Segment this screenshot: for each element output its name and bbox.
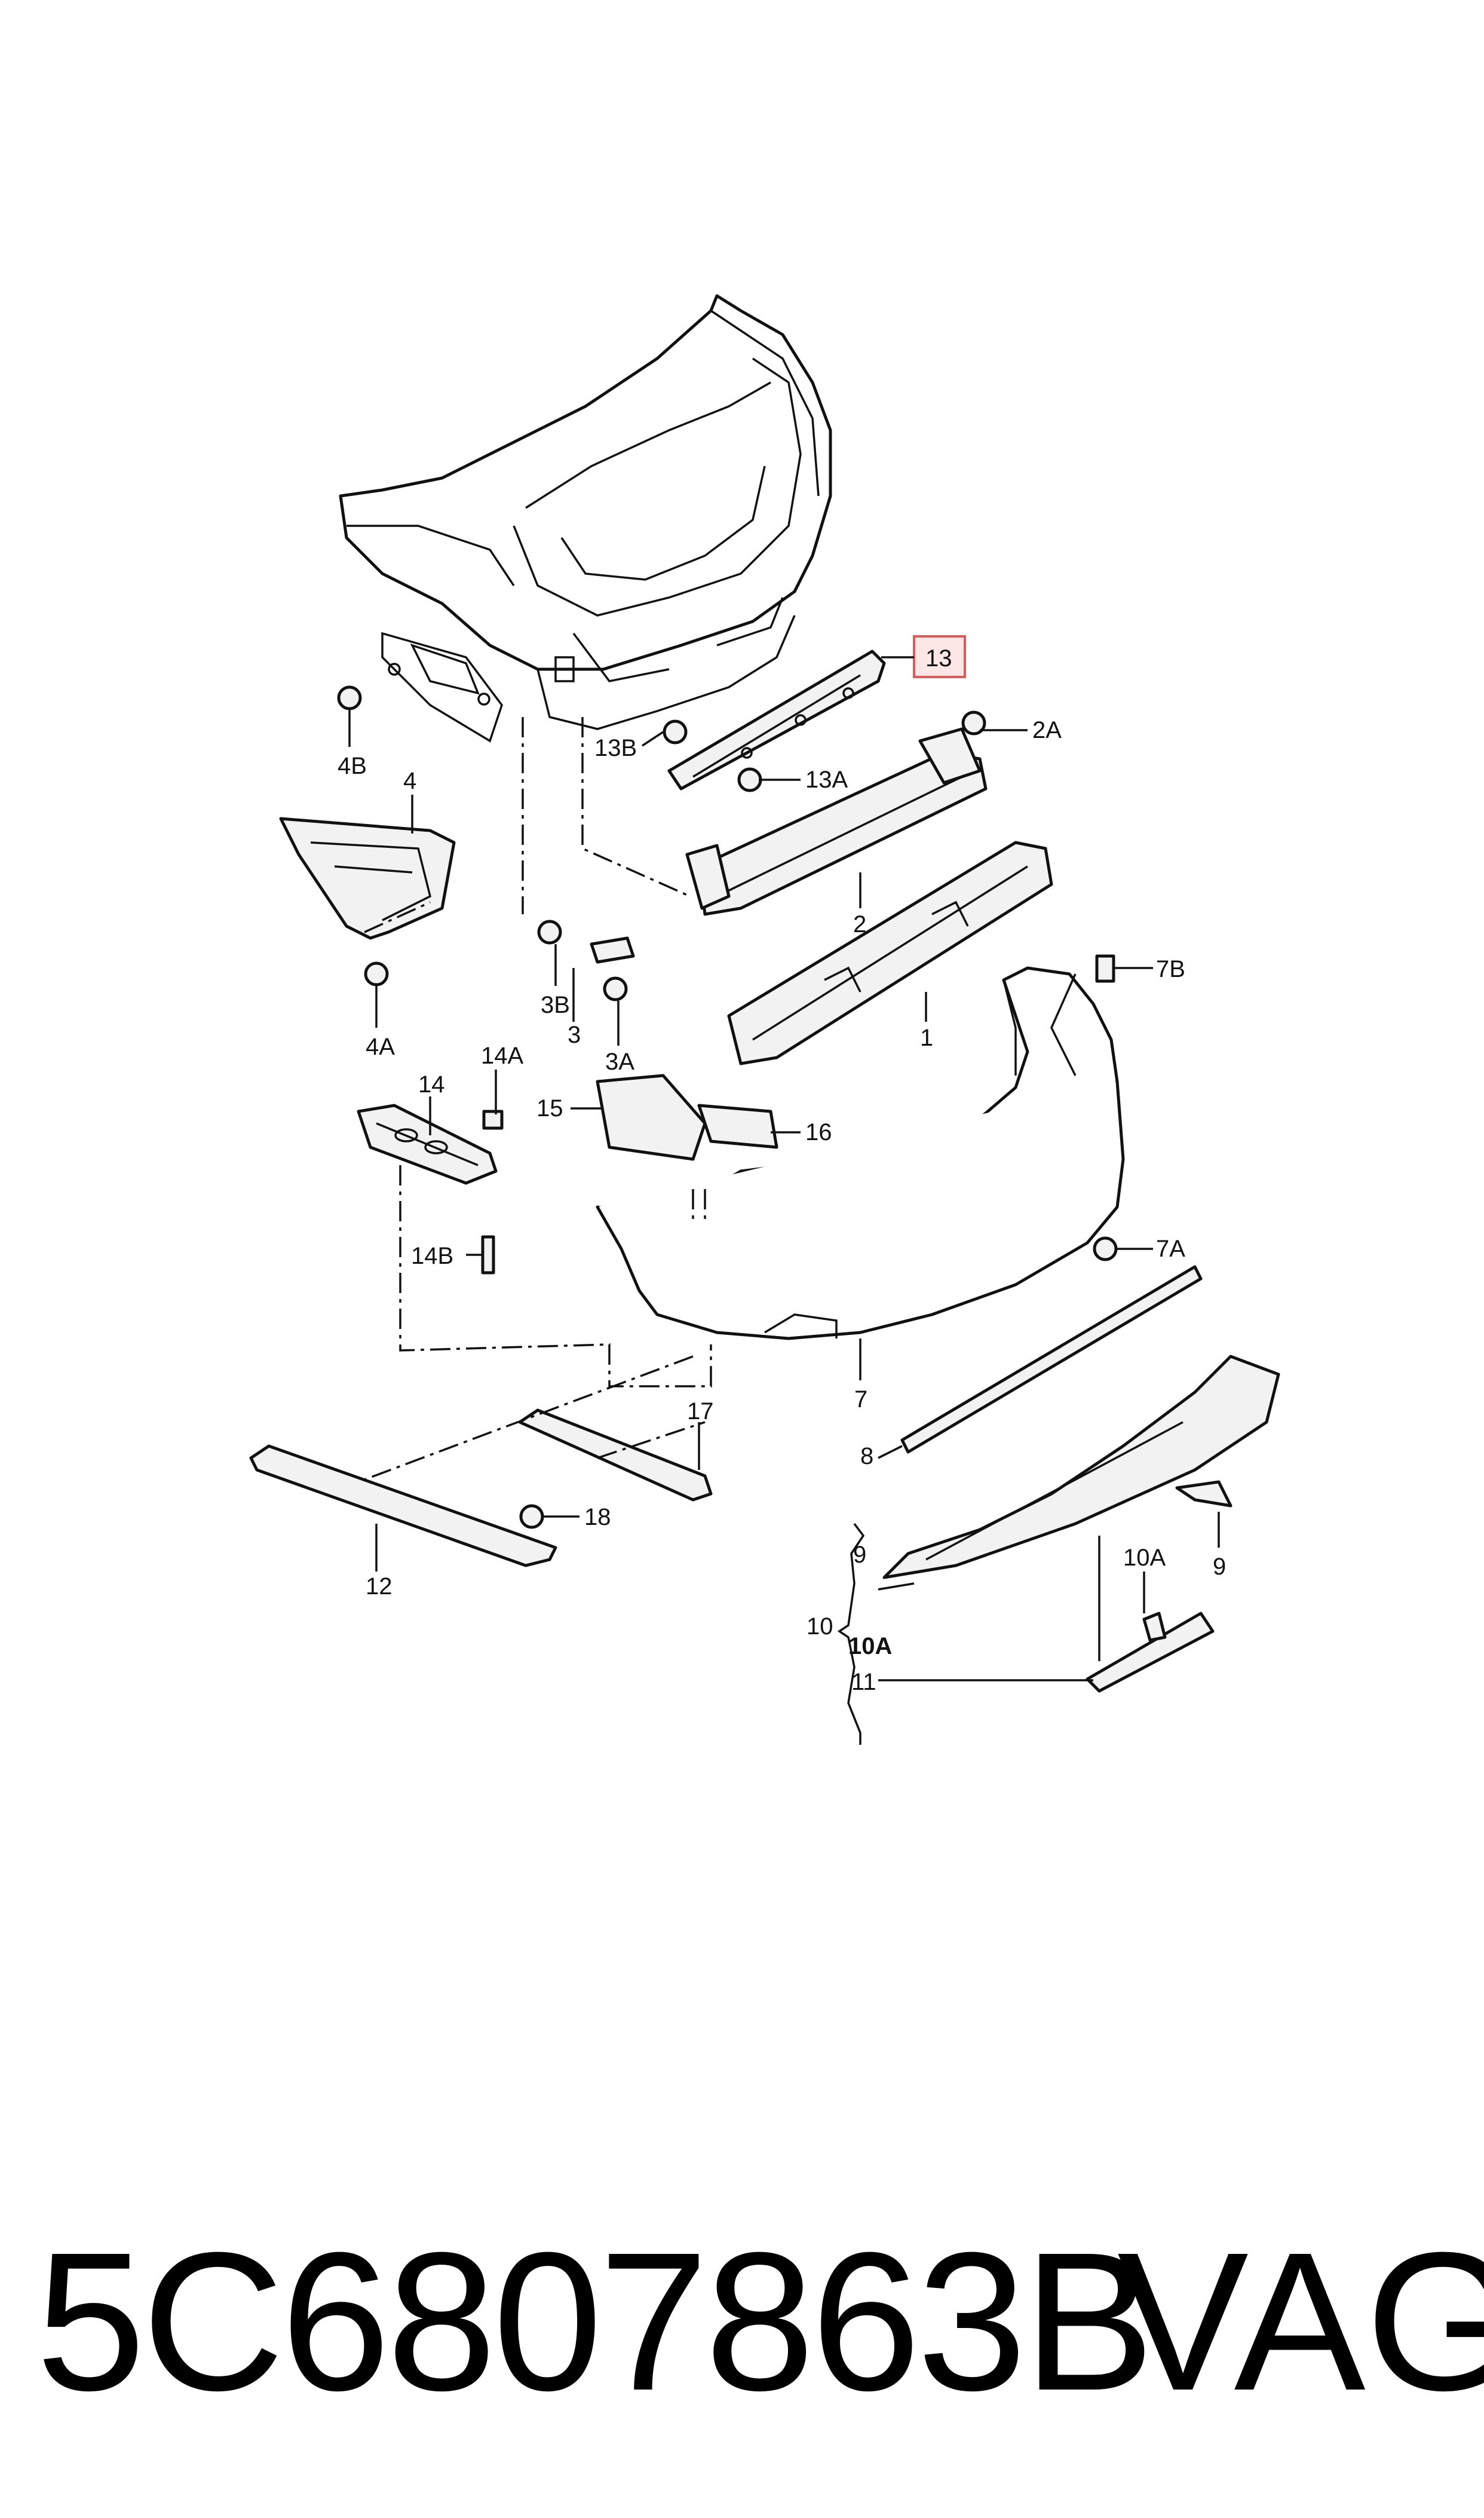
label-16: 16: [805, 1119, 832, 1145]
label-7B: 7B: [1156, 956, 1185, 982]
part-16-bracket: [697, 1104, 778, 1149]
callout-labels: 13 2A 13B 13A 4B 4 2 4A 3B 3 3A 1 7B 14 …: [338, 645, 1226, 1695]
footer: 5C6807863B VAG: [0, 2223, 1484, 2474]
part-7-bumper-cover: [596, 966, 1125, 1340]
label-3: 3: [568, 1022, 581, 1048]
part-14-grille: [357, 1104, 498, 1185]
label-4A: 4A: [366, 1034, 395, 1060]
label-7: 7: [854, 1386, 867, 1413]
label-13B: 13B: [594, 735, 637, 761]
label-10A: 10A: [848, 1633, 892, 1659]
part-15-bracket: [596, 1074, 707, 1161]
label-4B: 4B: [338, 753, 367, 779]
label-9-right: 9: [1213, 1554, 1226, 1580]
part-8-trim-strip: [900, 1265, 1203, 1454]
label-10A-upper: 10A: [1123, 1545, 1166, 1571]
part-4-side-bracket: [279, 817, 456, 940]
label-2: 2: [853, 911, 866, 938]
label-13A: 13A: [805, 767, 848, 793]
car-rear-body: [339, 294, 832, 743]
label-1: 1: [920, 1025, 933, 1051]
label-3A: 3A: [605, 1049, 634, 1075]
label-13: 13: [925, 645, 952, 672]
label-3B: 3B: [541, 992, 570, 1018]
label-12: 12: [366, 1573, 393, 1600]
label-14A: 14A: [481, 1043, 523, 1069]
brand-name: VAG: [1117, 2211, 1484, 2431]
label-11: 11: [851, 1669, 876, 1695]
part-12-trim: [249, 1444, 557, 1567]
label-2A: 2A: [1032, 717, 1062, 743]
exploded-parts-diagram: 13 2A 13B 13A 4B 4 2 4A 3B 3 3A 1 7B 14 …: [249, 294, 1280, 1745]
part-17-mount: [518, 1408, 713, 1502]
label-10: 10: [807, 1613, 833, 1640]
part-number: 5C6807863B: [36, 2211, 1155, 2431]
part-2-bumper-beam: [685, 727, 988, 916]
label-15: 15: [536, 1095, 563, 1122]
label-14B: 14B: [411, 1243, 453, 1269]
label-9-upper: 9: [853, 1542, 866, 1568]
construction-lines: [358, 717, 712, 1483]
leader-lines: [348, 656, 1220, 1745]
fasteners: [337, 685, 1167, 1642]
label-8: 8: [860, 1443, 873, 1469]
label-14: 14: [418, 1071, 445, 1098]
label-18: 18: [584, 1504, 611, 1530]
label-4: 4: [403, 768, 416, 794]
label-17: 17: [687, 1398, 714, 1425]
part-10-diffuser: [882, 1355, 1280, 1579]
part-13-guide-strip: [667, 650, 886, 791]
label-7A: 7A: [1156, 1236, 1185, 1262]
part-1-energy-absorber: [727, 841, 1053, 1065]
